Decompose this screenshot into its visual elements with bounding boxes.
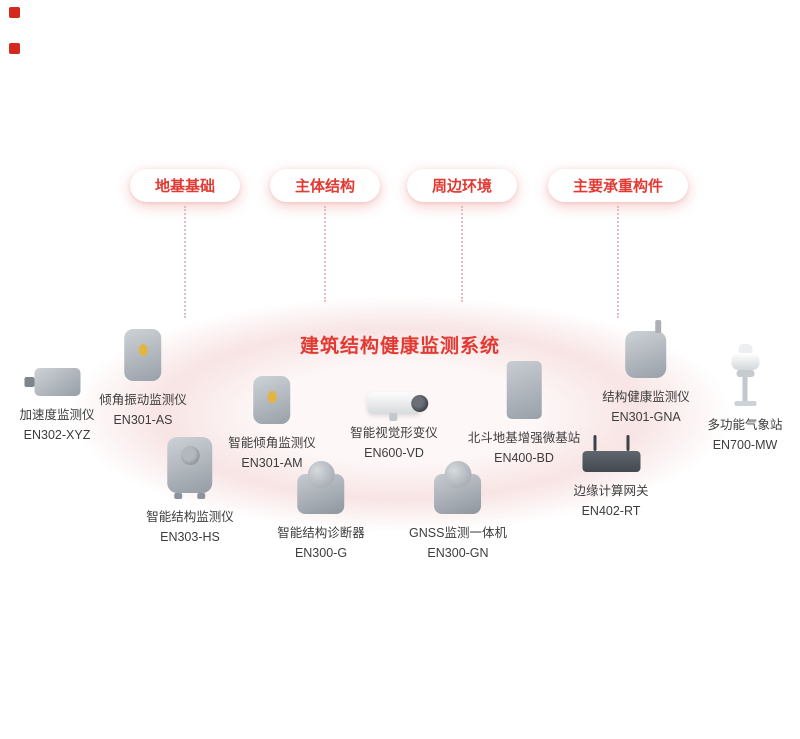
category-label: 周边环境 <box>431 178 493 195</box>
category-label: 地基基础 <box>154 178 216 195</box>
device-model: EN600-VD <box>364 446 424 460</box>
device-model: EN300-GN <box>427 546 489 560</box>
tilt-vibration-monitor-icon <box>124 329 162 381</box>
device-vision-deformation-meter: 智能视觉形变仪 EN600-VD <box>350 392 438 463</box>
connector-line <box>461 206 463 302</box>
device-name: 加速度监测仪 <box>19 408 95 422</box>
structural-health-monitor-icon <box>625 320 667 378</box>
decor-red-mark <box>9 43 20 54</box>
device-name: 智能倾角监测仪 <box>228 436 316 450</box>
smart-tilt-monitor-icon <box>253 376 291 424</box>
device-model: EN303-HS <box>160 530 220 544</box>
device-name: 多功能气象站 <box>707 418 783 432</box>
device-smart-structural-monitor: 智能结构监测仪 EN303-HS <box>146 437 234 547</box>
weather-station-collar <box>735 370 754 377</box>
weather-station-head <box>730 353 759 370</box>
category-pill-main-structure: 主体结构 <box>269 169 381 202</box>
smart-structural-monitor-icon <box>167 437 213 499</box>
system-title: 建筑结构健康监测系统 <box>299 336 501 357</box>
vision-camera-icon <box>366 392 428 421</box>
device-model: EN400-BD <box>494 451 554 465</box>
device-gnss-monitor: GNSS监测一体机 EN300-GN <box>409 461 507 563</box>
connector-line <box>324 206 326 302</box>
edge-gateway-icon <box>581 435 640 472</box>
category-label: 主要承重构件 <box>572 178 664 195</box>
category-pill-load-bearing: 主要承重构件 <box>547 169 689 202</box>
weather-station-cap <box>737 344 752 353</box>
device-edge-gateway: 边缘计算网关 EN402-RT <box>573 434 649 521</box>
device-structural-diagnoser: 智能结构诊断器 EN300-G <box>277 461 365 563</box>
device-beidou-base-station: 北斗地基增强微基站 EN400-BD <box>467 361 581 468</box>
category-pill-foundation: 地基基础 <box>129 169 241 202</box>
device-model: EN301-AS <box>113 413 173 427</box>
device-model: EN402-RT <box>581 504 641 518</box>
device-name: 智能结构监测仪 <box>146 510 234 524</box>
weather-station-icon <box>725 344 765 406</box>
category-pill-surroundings: 周边环境 <box>406 169 518 202</box>
device-model: EN700-MW <box>712 438 778 452</box>
device-name: GNSS监测一体机 <box>409 526 507 540</box>
category-label: 主体结构 <box>294 178 356 195</box>
device-name: 北斗地基增强微基站 <box>467 431 581 445</box>
device-name: 结构健康监测仪 <box>602 390 690 404</box>
device-structural-health-monitor: 结构健康监测仪 EN301-GNA <box>602 320 690 427</box>
decor-red-mark <box>9 7 20 18</box>
device-smart-tilt-monitor: 智能倾角监测仪 EN301-AM <box>228 376 316 473</box>
device-name: 边缘计算网关 <box>573 484 649 498</box>
device-name: 智能视觉形变仪 <box>350 426 438 440</box>
device-tilt-vibration-monitor: 倾角振动监测仪 EN301-AS <box>99 329 187 430</box>
acceleration-monitor-icon <box>23 368 80 396</box>
structural-diagnoser-icon <box>297 474 345 514</box>
device-acceleration-monitor: 加速度监测仪 EN302-XYZ <box>19 368 95 445</box>
weather-station-base <box>733 401 756 406</box>
device-name: 倾角振动监测仪 <box>99 393 187 407</box>
beidou-base-station-icon <box>506 361 542 419</box>
device-model: EN301-AM <box>241 456 303 470</box>
device-model: EN302-XYZ <box>23 428 91 442</box>
device-name: 智能结构诊断器 <box>277 526 365 540</box>
device-model: EN301-GNA <box>611 410 681 424</box>
connector-line <box>617 206 619 318</box>
device-model: EN300-G <box>294 546 348 560</box>
weather-station-pole <box>742 377 748 401</box>
device-weather-station: 多功能气象站 EN700-MW <box>707 344 783 455</box>
connector-line <box>184 206 186 318</box>
gnss-monitor-icon <box>434 474 482 514</box>
